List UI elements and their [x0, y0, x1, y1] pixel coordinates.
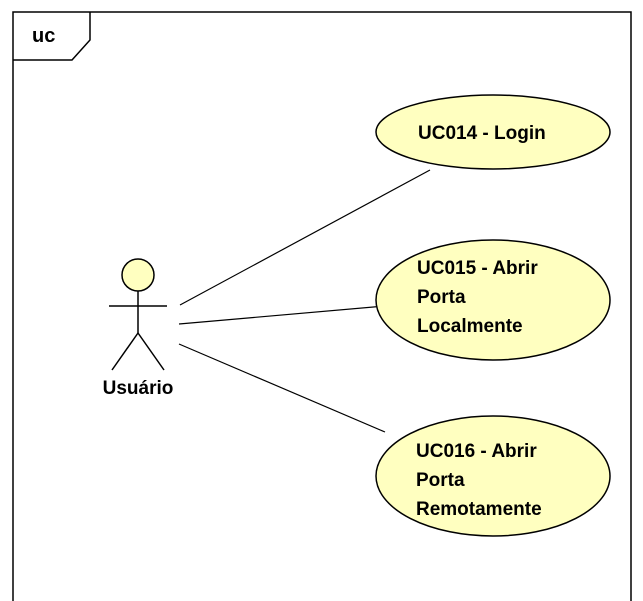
- actor-label: Usuário: [103, 378, 174, 399]
- use-case-uc016-line-1: UC016 - Abrir: [416, 441, 537, 462]
- frame-label-box: [13, 12, 91, 61]
- use-case-uc015: UC015 - Abrir Porta Localmente: [375, 239, 611, 361]
- actor-usuario: Usuário: [103, 258, 174, 399]
- association-login: [179, 169, 431, 306]
- use-case-uc015-line-3: Localmente: [417, 316, 523, 337]
- use-case-uc014-ellipse: [375, 94, 611, 170]
- use-case-uc016-line-2: Porta: [416, 470, 465, 491]
- actor-right-leg: [137, 332, 165, 371]
- actor-head: [121, 258, 155, 292]
- frame-label: uc: [32, 25, 55, 47]
- use-case-uc015-ellipse: [375, 239, 611, 361]
- actor-left-leg: [111, 332, 139, 371]
- association-abrir-localmente: [178, 305, 386, 325]
- use-case-uc014-label: UC014 - Login: [418, 123, 546, 144]
- use-case-uc016-ellipse: [375, 415, 611, 537]
- use-case-uc016-line-3: Remotamente: [416, 499, 542, 520]
- use-case-uc015-line-1: UC015 - Abrir: [417, 258, 538, 279]
- use-case-uc014: UC014 - Login: [375, 94, 611, 170]
- frame-border: [12, 11, 632, 601]
- association-abrir-remotamente: [178, 343, 386, 433]
- use-case-uc015-line-2: Porta: [417, 287, 466, 308]
- use-case-uc016: UC016 - Abrir Porta Remotamente: [375, 415, 611, 537]
